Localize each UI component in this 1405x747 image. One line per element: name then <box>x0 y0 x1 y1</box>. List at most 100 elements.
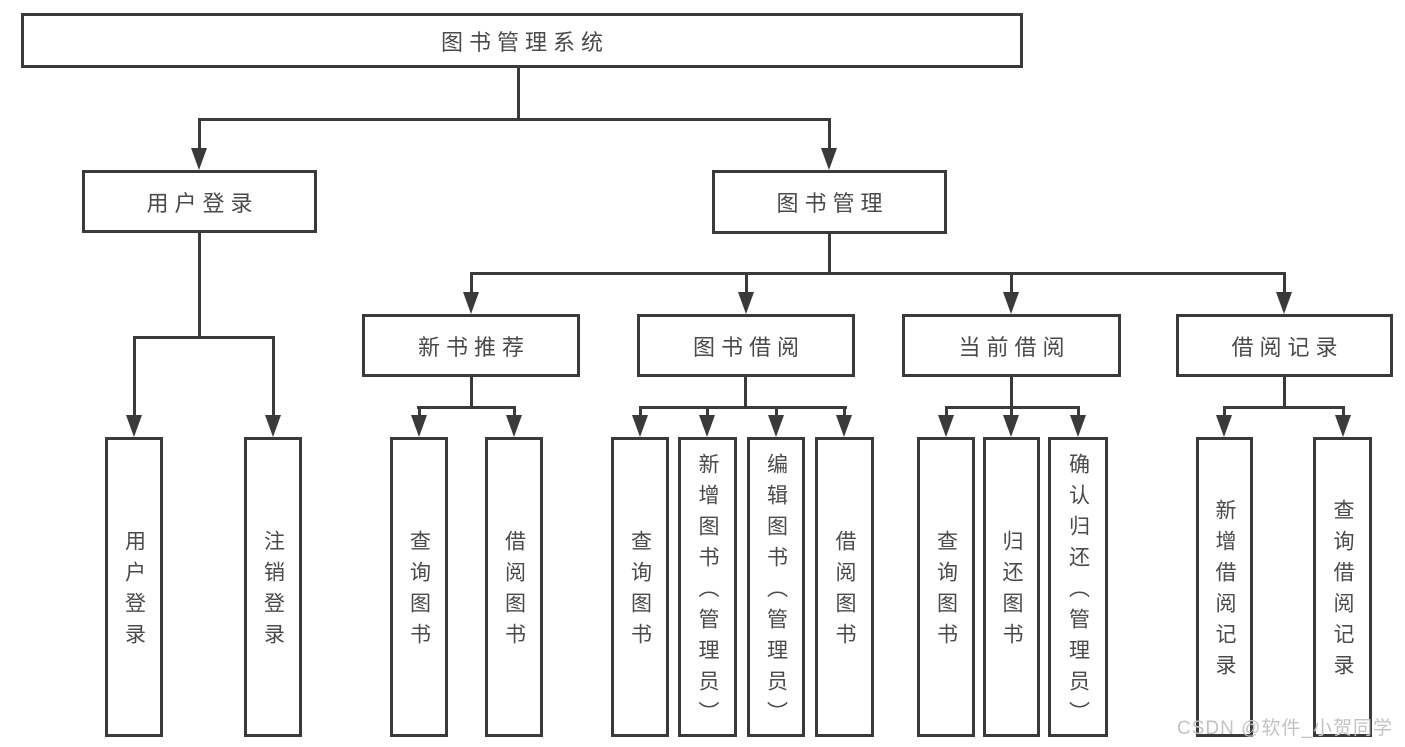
arrow-to-user-login <box>191 118 207 170</box>
arrow-to-leaf-nbr-borrow <box>506 406 522 437</box>
arrow-shaft <box>1282 272 1286 302</box>
leaf-logout: 注销登录 <box>244 437 302 737</box>
node-new-book-recommend: 新书推荐 <box>362 314 580 377</box>
arrow-to-current-borrow <box>1003 272 1019 314</box>
connector-new-book-recommend-bar <box>417 406 516 409</box>
arrow-to-leaf-bb-add <box>699 406 715 437</box>
arrowhead-icon <box>506 415 522 437</box>
leaf-bb-query-books: 查询图书 <box>611 437 669 737</box>
leaf-nbr-query-books: 查询图书 <box>390 437 448 737</box>
connector-borrow-records-bar <box>1224 406 1344 409</box>
watermark-text: CSDN @软件_小贺同学 <box>1177 718 1393 739</box>
connector-book-borrow-bar <box>639 406 847 409</box>
connector-level2-bar <box>470 272 1285 275</box>
leaf-nbr-borrow-books-label: 借阅图书 <box>502 530 526 654</box>
arrowhead-icon <box>821 148 837 170</box>
arrow-to-leaf-br-add <box>1216 406 1232 437</box>
arrow-to-leaf-bb-edit <box>768 406 784 437</box>
arrow-to-leaf-bb-query <box>632 406 648 437</box>
connector-current-borrow-trunk <box>1010 377 1013 409</box>
arrow-shaft <box>744 272 748 302</box>
node-current-borrow-label: 当前借阅 <box>958 334 1071 360</box>
node-root: 图书管理系统 <box>21 13 1023 68</box>
leaf-logout-label: 注销登录 <box>261 530 285 654</box>
arrowhead-icon <box>191 148 207 170</box>
arrowhead-icon <box>836 415 852 437</box>
connector-borrow-records-trunk <box>1283 377 1286 409</box>
connector-book-borrow-trunk <box>744 377 747 409</box>
arrow-to-leaf-nbr-query <box>411 406 427 437</box>
arrow-to-leaf-cb-return <box>1003 406 1019 437</box>
arrowhead-icon <box>1335 415 1351 437</box>
arrow-shaft <box>271 336 275 425</box>
node-borrow-records: 借阅记录 <box>1176 314 1393 377</box>
arrow-to-book-management <box>821 118 837 170</box>
leaf-bb-edit-books: 编辑图书（管理员） <box>747 437 805 737</box>
node-new-book-recommend-label: 新书推荐 <box>417 334 530 360</box>
arrow-to-leaf-user-login <box>126 336 142 437</box>
leaf-br-add-record-label: 新增借阅记录 <box>1213 499 1236 685</box>
leaf-br-add-record: 新增借阅记录 <box>1196 437 1253 737</box>
connector-level1-bar <box>198 118 831 121</box>
node-user-login: 用户登录 <box>82 170 317 233</box>
connector-user-login-trunk <box>198 233 201 339</box>
leaf-cb-return-books: 归还图书 <box>983 437 1040 737</box>
leaf-bb-query-books-label: 查询图书 <box>628 530 652 654</box>
arrowhead-icon <box>768 415 784 437</box>
arrow-to-leaf-logout <box>265 336 281 437</box>
arrowhead-icon <box>126 415 142 437</box>
leaf-cb-return-books-label: 归还图书 <box>1000 530 1023 654</box>
arrow-to-leaf-cb-query <box>938 406 954 437</box>
leaf-br-query-record-label: 查询借阅记录 <box>1331 499 1354 685</box>
leaf-nbr-query-books-label: 查询图书 <box>407 530 431 654</box>
arrowhead-icon <box>632 415 648 437</box>
arrow-to-leaf-br-query <box>1335 406 1351 437</box>
arrow-shaft <box>827 118 831 158</box>
leaf-cb-confirm-return: 确认归还（管理员） <box>1048 437 1108 737</box>
arrowhead-icon <box>411 415 427 437</box>
node-book-management-label: 图书管理 <box>776 191 889 216</box>
arrow-to-book-borrow <box>738 272 754 314</box>
arrow-shaft <box>1009 272 1013 302</box>
node-current-borrow: 当前借阅 <box>902 314 1121 377</box>
arrow-to-new-book-recommend <box>463 272 479 314</box>
arrowhead-icon <box>938 415 954 437</box>
leaf-nbr-borrow-books: 借阅图书 <box>485 437 543 737</box>
connector-user-login-bar <box>133 336 274 339</box>
leaf-br-query-record: 查询借阅记录 <box>1313 437 1372 737</box>
node-book-borrow-label: 图书借阅 <box>692 334 805 360</box>
arrow-to-leaf-cb-confirm <box>1070 406 1086 437</box>
arrowhead-icon <box>463 292 479 314</box>
arrow-to-leaf-bb-borrow <box>836 406 852 437</box>
arrow-shaft <box>197 118 201 158</box>
arrowhead-icon <box>265 415 281 437</box>
arrow-to-borrow-records <box>1276 272 1292 314</box>
arrowhead-icon <box>1003 292 1019 314</box>
leaf-bb-edit-books-label: 编辑图书（管理员） <box>764 452 788 732</box>
arrowhead-icon <box>738 292 754 314</box>
leaf-bb-add-books-label: 新增图书（管理员） <box>696 452 719 732</box>
node-user-login-label: 用户登录 <box>146 190 259 216</box>
arrow-shaft <box>132 336 136 425</box>
node-root-label: 图书管理系统 <box>440 29 609 55</box>
node-borrow-records-label: 借阅记录 <box>1231 334 1344 360</box>
arrowhead-icon <box>699 415 715 437</box>
leaf-user-login-label: 用户登录 <box>122 530 146 654</box>
node-book-management: 图书管理 <box>712 170 947 234</box>
leaf-cb-query-books-label: 查询图书 <box>934 530 958 654</box>
connector-book-management-trunk <box>828 234 831 275</box>
leaf-cb-query-books: 查询图书 <box>917 437 975 737</box>
arrowhead-icon <box>1276 292 1292 314</box>
arrow-shaft <box>469 272 473 302</box>
connector-new-book-recommend-trunk <box>470 377 473 409</box>
leaf-bb-borrow-books-label: 借阅图书 <box>833 530 856 654</box>
arrowhead-icon <box>1216 415 1232 437</box>
leaf-bb-add-books: 新增图书（管理员） <box>678 437 737 737</box>
node-book-borrow: 图书借阅 <box>637 314 855 377</box>
arrowhead-icon <box>1003 415 1019 437</box>
connector-root-trunk <box>517 68 520 121</box>
leaf-user-login: 用户登录 <box>105 437 163 737</box>
leaf-cb-confirm-return-label: 确认归还（管理员） <box>1066 452 1090 732</box>
leaf-bb-borrow-books: 借阅图书 <box>815 437 874 737</box>
